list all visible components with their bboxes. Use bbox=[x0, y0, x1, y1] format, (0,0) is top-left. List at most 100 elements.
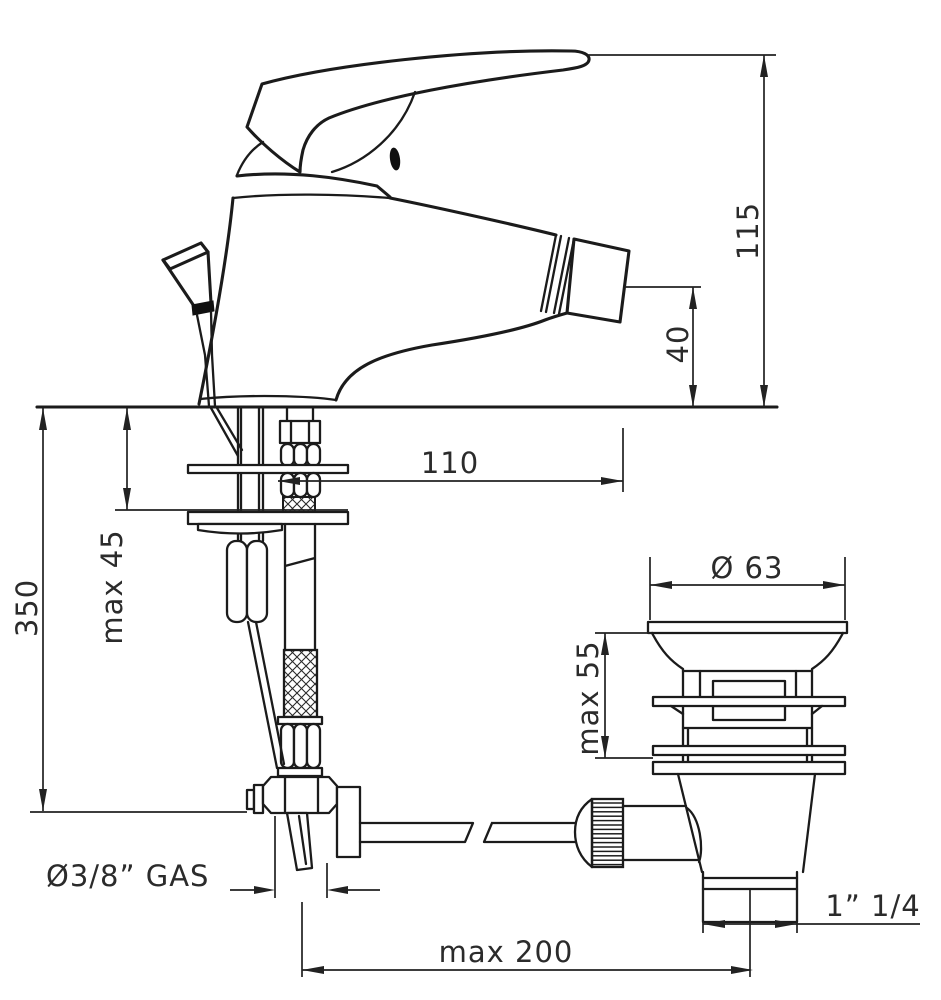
popup-rod-upper bbox=[195, 309, 217, 408]
dim-110-label: 110 bbox=[421, 446, 479, 480]
dim-hose-drop: 350 bbox=[10, 408, 247, 813]
supply-hose-fitting bbox=[245, 775, 362, 872]
collar-lip bbox=[276, 766, 324, 778]
mounting-studs bbox=[236, 406, 265, 543]
body-base-edge bbox=[198, 394, 338, 402]
shank-nut-facets bbox=[289, 419, 311, 445]
dim-63-lines bbox=[649, 557, 846, 620]
popup-knob-top-face bbox=[161, 241, 210, 271]
collar-ridge bbox=[292, 722, 309, 770]
dim-overall-height: 115 bbox=[588, 54, 776, 407]
dim-63-label: Ø 63 bbox=[711, 551, 784, 585]
dim-350-label: 350 bbox=[10, 579, 44, 637]
knob-dome-face bbox=[573, 797, 594, 869]
hose-collar-upper bbox=[279, 442, 322, 468]
linkage-rod-segments bbox=[358, 821, 581, 844]
dim-110-lines bbox=[278, 428, 624, 492]
dim-114-arrows bbox=[703, 920, 797, 928]
stud-sleeve-left bbox=[225, 539, 249, 624]
aerator-rings bbox=[539, 233, 576, 316]
popup-knob bbox=[161, 241, 217, 408]
cartridge-cap-seam-top bbox=[235, 172, 392, 199]
dim-max-deck-thickness: max 45 bbox=[95, 408, 348, 645]
collar-ridge bbox=[292, 471, 309, 499]
dim-max-basin-thickness: max 55 bbox=[571, 632, 653, 759]
collar-ridge bbox=[279, 471, 296, 499]
waste-actuator bbox=[573, 797, 703, 869]
dim-63-arrows bbox=[650, 581, 845, 589]
cartridge-cap-seam-bottom bbox=[231, 193, 391, 200]
inlet-nipple bbox=[252, 783, 265, 815]
dim-114-lines bbox=[702, 878, 920, 933]
spout-top-edge bbox=[388, 196, 558, 237]
popup-lever-inner-line bbox=[297, 814, 308, 866]
fitting-hex-facets bbox=[283, 775, 320, 815]
collar-ridge bbox=[305, 722, 322, 770]
popup-rod-lower bbox=[246, 620, 286, 770]
overflow-window-bottom bbox=[711, 704, 787, 722]
shank-nut bbox=[278, 419, 322, 445]
dim-gas-arrows bbox=[254, 886, 348, 894]
handle-face-curve bbox=[330, 90, 417, 174]
popup-knob-sides bbox=[161, 250, 213, 311]
dim-350-lines bbox=[30, 408, 247, 813]
fitting-elbow-block bbox=[335, 785, 362, 859]
waste-washer-1 bbox=[651, 695, 847, 708]
dim-flange-diameter: Ø 63 bbox=[649, 551, 846, 620]
dim-115-lines bbox=[588, 54, 776, 407]
stud-sleeve-right bbox=[245, 539, 269, 624]
actuator-socket-seam bbox=[685, 806, 703, 864]
waste-gasket bbox=[669, 704, 824, 716]
dim-waste-thread: 1” 1/4 bbox=[702, 878, 920, 933]
linkage-rod bbox=[358, 821, 581, 844]
collar-ridge bbox=[305, 442, 322, 468]
waste-body-between-nuts bbox=[681, 753, 814, 764]
flex-hose-walls bbox=[283, 522, 317, 652]
hose-braid-lower bbox=[282, 648, 319, 719]
dim-max55-label: max 55 bbox=[571, 640, 605, 755]
actuator-axle-lines bbox=[621, 804, 701, 862]
dim-115-label: 115 bbox=[731, 202, 765, 260]
body-left-edge bbox=[197, 196, 235, 406]
hose-end-collar bbox=[276, 715, 324, 778]
shank-lines bbox=[285, 406, 315, 423]
collar-ridge bbox=[292, 442, 309, 468]
waste-washer-2 bbox=[651, 744, 847, 757]
dim-gas-label: Ø3/8” GAS bbox=[46, 859, 209, 893]
dim-max45-label: max 45 bbox=[95, 529, 129, 644]
popup-knob-band bbox=[191, 300, 215, 316]
shank-nut-body bbox=[278, 419, 322, 445]
dim-spout-reach: 110 bbox=[278, 428, 624, 492]
aerator bbox=[565, 237, 631, 324]
dim-114-label: 1” 1/4 bbox=[825, 889, 920, 923]
knurled-knob bbox=[590, 797, 625, 869]
waste-taper bbox=[676, 772, 817, 874]
dim-max200-lines bbox=[301, 890, 751, 977]
bidet-mixer-body bbox=[161, 49, 631, 408]
mounting-washer-bottom bbox=[186, 510, 350, 526]
handle-indicator-plug bbox=[389, 147, 401, 171]
tailpiece-thread-lines bbox=[701, 876, 799, 891]
spout-underside bbox=[334, 311, 569, 402]
collar-ridge bbox=[305, 471, 322, 499]
popup-waste-assembly bbox=[573, 620, 849, 924]
below-deck-assembly bbox=[186, 406, 581, 872]
waste-body-step bbox=[681, 726, 814, 748]
dim-max-rod-distance: max 200 bbox=[301, 890, 753, 977]
waste-locknut bbox=[651, 760, 847, 776]
waste-inner-walls bbox=[698, 669, 798, 699]
fitting-hex-nut bbox=[261, 775, 339, 815]
dim-40-label: 40 bbox=[661, 325, 695, 364]
collar-ridge bbox=[279, 442, 296, 468]
dim-gas-lines bbox=[230, 816, 380, 898]
lever-handle bbox=[245, 49, 591, 174]
mounting-washer-top bbox=[186, 463, 350, 475]
dim-max45-arrows bbox=[123, 408, 131, 510]
dim-max200-label: max 200 bbox=[439, 935, 574, 969]
cartridge-cap-left-arc bbox=[235, 140, 265, 177]
dim-spout-outlet-height: 40 bbox=[625, 286, 701, 407]
clamp-bracket bbox=[196, 522, 284, 535]
hose-collar-lower bbox=[279, 471, 322, 499]
